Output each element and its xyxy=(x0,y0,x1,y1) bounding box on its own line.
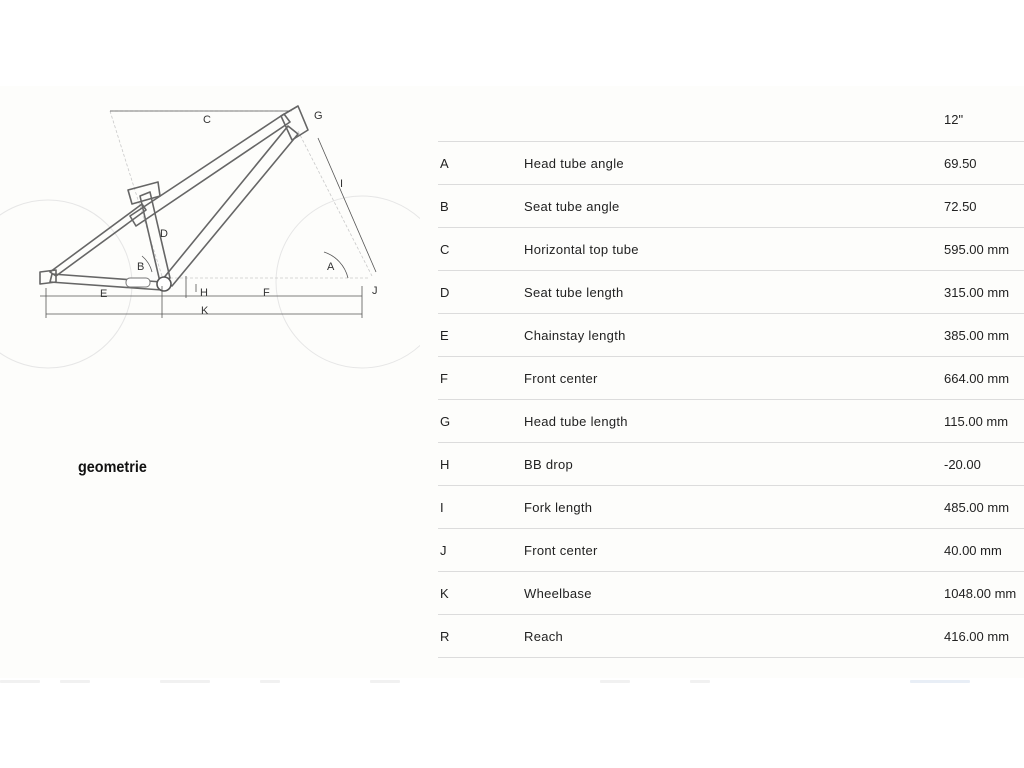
row-key: C xyxy=(440,242,450,257)
row-key: A xyxy=(440,156,449,171)
label-h: H xyxy=(200,287,208,299)
row-value: 664.00 mm xyxy=(944,371,1010,386)
table-row: H BB drop -20.00 xyxy=(438,443,1024,486)
table-row: G Head tube length 115.00 mm xyxy=(438,400,1024,443)
label-c: C xyxy=(203,114,211,126)
table-row: F Front center 664.00 mm xyxy=(438,357,1024,400)
table-row: I Fork length 485.00 mm xyxy=(438,486,1024,529)
table-row: C Horizontal top tube 595.00 mm xyxy=(438,228,1024,271)
row-value: 72.50 xyxy=(944,199,977,214)
row-name: Chainstay length xyxy=(524,328,626,343)
row-value: 69.50 xyxy=(944,156,977,171)
row-value: 416.00 mm xyxy=(944,629,1010,644)
table-row: K Wheelbase 1048.00 mm xyxy=(438,572,1024,615)
row-name: Horizontal top tube xyxy=(524,242,639,257)
row-key: I xyxy=(440,500,444,515)
bottom-bracket xyxy=(156,276,172,292)
row-value: 115.00 mm xyxy=(944,414,1009,429)
label-i: I xyxy=(340,178,343,190)
table-row: D Seat tube length 315.00 mm xyxy=(438,271,1024,314)
bike-frame xyxy=(39,105,309,291)
row-name: Head tube angle xyxy=(524,156,624,171)
row-key: J xyxy=(440,543,447,558)
label-e: E xyxy=(100,288,107,300)
row-key: E xyxy=(440,328,449,343)
table-row: E Chainstay length 385.00 mm xyxy=(438,314,1024,357)
dimension-lines xyxy=(40,110,377,318)
label-d: D xyxy=(160,228,168,240)
front-wheel-outline xyxy=(275,195,420,369)
row-name: Seat tube length xyxy=(524,285,624,300)
chainstay-yoke xyxy=(125,277,151,288)
row-value: 485.00 mm xyxy=(944,500,1010,515)
row-value: 1048.00 mm xyxy=(944,586,1017,601)
row-name: Wheelbase xyxy=(524,586,592,601)
label-g: G xyxy=(314,110,323,122)
frame-geometry-diagram: C G I D B A E H F J K xyxy=(0,105,420,369)
row-value: 385.00 mm xyxy=(944,328,1010,343)
row-name: BB drop xyxy=(524,457,574,472)
size-column-header: 12" xyxy=(944,112,964,127)
row-key: F xyxy=(440,371,448,386)
row-name: Fork length xyxy=(524,500,593,515)
table-row: A Head tube angle 69.50 xyxy=(438,142,1024,185)
row-name: Head tube length xyxy=(524,414,628,429)
row-name: Front center xyxy=(524,371,598,386)
table-row: B Seat tube angle 72.50 xyxy=(438,185,1024,228)
row-key: G xyxy=(440,414,451,429)
table-row: R Reach 416.00 mm xyxy=(438,615,1024,658)
row-key: D xyxy=(440,285,450,300)
table-header: 12" xyxy=(438,98,1024,142)
label-a: A xyxy=(327,261,335,273)
row-value: 315.00 mm xyxy=(944,285,1010,300)
row-name: Reach xyxy=(524,629,564,644)
table-row: J Front center 40.00 mm xyxy=(438,529,1024,572)
row-value: 40.00 mm xyxy=(944,543,1002,558)
label-j: J xyxy=(372,285,378,297)
row-key: H xyxy=(440,457,450,472)
label-k: K xyxy=(201,305,209,317)
label-b: B xyxy=(137,261,144,273)
row-value: -20.00 xyxy=(944,457,981,472)
label-f: F xyxy=(263,287,270,299)
geometry-table: 12" A Head tube angle 69.50 B Seat tube … xyxy=(438,98,1024,658)
row-value: 595.00 mm xyxy=(944,242,1010,257)
construction-lines xyxy=(109,110,373,279)
geometry-caption: geometrie xyxy=(78,459,147,476)
row-key: B xyxy=(440,199,449,214)
footer-fade-strip xyxy=(0,676,1024,688)
row-name: Seat tube angle xyxy=(524,199,620,214)
row-key: K xyxy=(440,586,449,601)
row-name: Front center xyxy=(524,543,598,558)
row-key: R xyxy=(440,629,450,644)
